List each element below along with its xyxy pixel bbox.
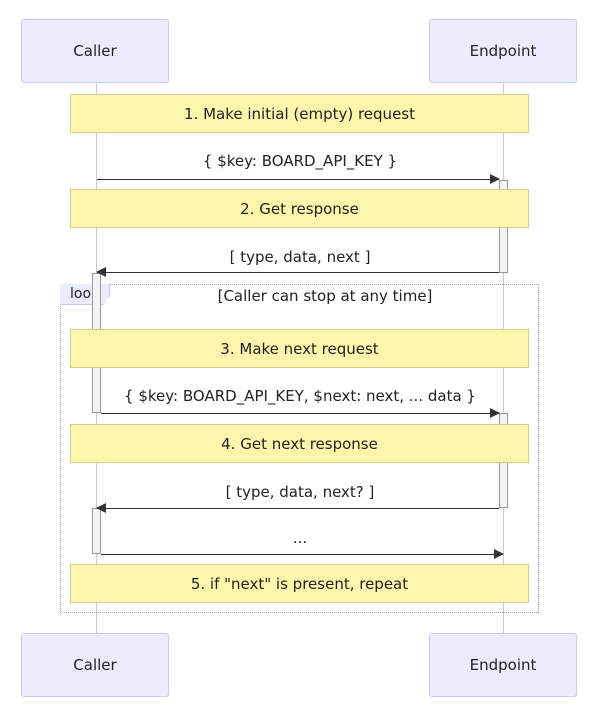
note-2: 2. Get response bbox=[70, 189, 529, 228]
actor-endpoint-label: Endpoint bbox=[469, 42, 537, 60]
note-3-text: 3. Make next request bbox=[220, 339, 379, 358]
actor-endpoint-top: Endpoint bbox=[429, 19, 577, 83]
actor-caller-top: Caller bbox=[21, 19, 169, 83]
loop-frame bbox=[60, 284, 539, 613]
actor-endpoint-label: Endpoint bbox=[469, 656, 537, 674]
note-3: 3. Make next request bbox=[70, 329, 529, 368]
arrowhead-right-icon bbox=[490, 174, 500, 184]
arrowhead-left-icon bbox=[96, 267, 106, 277]
arrowhead-right-icon bbox=[494, 549, 504, 559]
note-4: 4. Get next response bbox=[70, 424, 529, 463]
actor-caller-label: Caller bbox=[73, 656, 117, 674]
message-4-label: [ type, data, next? ] bbox=[225, 483, 375, 501]
arrowhead-left-icon bbox=[96, 503, 106, 513]
note-1-text: 1. Make initial (empty) request bbox=[184, 104, 415, 123]
loop-condition: [Caller can stop at any time] bbox=[217, 287, 433, 305]
note-1: 1. Make initial (empty) request bbox=[70, 94, 529, 133]
actor-caller-label: Caller bbox=[73, 42, 117, 60]
loop-label: loop bbox=[60, 284, 110, 305]
actor-endpoint-bottom: Endpoint bbox=[429, 633, 577, 697]
message-5-arrow bbox=[101, 549, 504, 559]
arrowhead-right-icon bbox=[490, 408, 500, 418]
message-2-label: [ type, data, next ] bbox=[229, 248, 371, 266]
note-5-text: 5. if "next" is present, repeat bbox=[190, 574, 409, 593]
message-1-arrow bbox=[97, 174, 500, 184]
note-2-text: 2. Get response bbox=[240, 199, 359, 218]
note-4-text: 4. Get next response bbox=[221, 434, 378, 453]
message-1-label: { $key: BOARD_API_KEY } bbox=[202, 152, 398, 170]
actor-caller-bottom: Caller bbox=[21, 633, 169, 697]
message-5-label: ... bbox=[292, 529, 308, 547]
note-5: 5. if "next" is present, repeat bbox=[70, 564, 529, 603]
message-3-label: { $key: BOARD_API_KEY, $next: next, ... … bbox=[124, 387, 476, 405]
caller-activation-2 bbox=[92, 508, 101, 554]
message-4-arrow bbox=[96, 503, 499, 513]
message-2-arrow bbox=[96, 267, 499, 277]
message-3-arrow bbox=[101, 408, 500, 418]
